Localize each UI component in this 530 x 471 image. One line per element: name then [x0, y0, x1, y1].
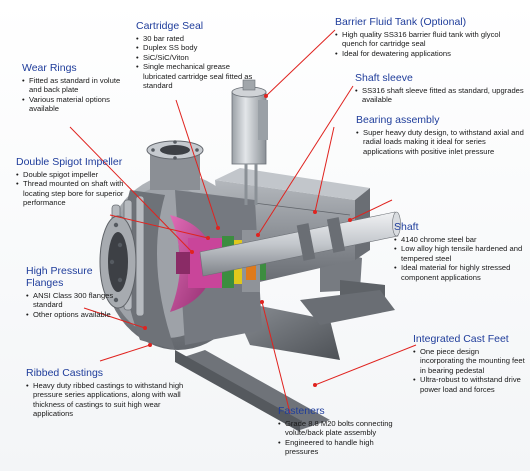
- cartridge-seal-bullet: 30 bar rated: [136, 34, 254, 44]
- double-spigot-impeller-title: Double Spigot Impeller: [16, 156, 123, 168]
- shaft-sleeve-title: Shaft sleeve: [355, 72, 413, 84]
- cartridge-seal-bullet: Duplex SS body: [136, 43, 254, 53]
- callout-cartridge-seal: Cartridge Seal 30 bar rated Duplex SS bo…: [136, 20, 254, 90]
- wear-rings-title: Wear Rings: [22, 62, 77, 74]
- barrier-fluid-tank-title: Barrier Fluid Tank (Optional): [335, 16, 467, 28]
- callout-barrier-fluid-tank: Barrier Fluid Tank (Optional) High quali…: [335, 16, 523, 59]
- leader-dots: [143, 94, 352, 387]
- shaft: [199, 211, 401, 277]
- shaft-title: Shaft: [394, 221, 419, 233]
- double-spigot-impeller-bullet: Thread mounted on shaft with locating st…: [16, 179, 148, 207]
- high-pressure-flanges-title: High Pressure Flanges: [26, 265, 93, 289]
- fasteners-bullet: Engineered to handle high pressures: [278, 438, 408, 457]
- wear-rings-bullet: Various material options available: [22, 95, 122, 114]
- wear-rings-bullet: Fitted as standard in volute and back pl…: [22, 76, 122, 95]
- bearing-assembly-title: Bearing assembly: [356, 114, 440, 126]
- shaft-sleeve-bullet: SS316 shaft sleeve fitted as standard, u…: [355, 86, 525, 105]
- bearing-assembly-bullet: Super heavy duty design, to withstand ax…: [356, 128, 526, 156]
- shaft-bullet: Ideal material for highly stressed compo…: [394, 263, 524, 282]
- fasteners-bullet: Grade 8.8 M20 bolts connecting volute/ba…: [278, 419, 408, 438]
- cartridge-seal-title: Cartridge Seal: [136, 20, 204, 32]
- ribbed-castings-bullet: Heavy duty ribbed castings to withstand …: [26, 381, 202, 419]
- shaft-bullet: 4140 chrome steel bar: [394, 235, 524, 245]
- cartridge-seal-bullet: SiC/SiC/Viton: [136, 53, 254, 63]
- barrier-fluid-tank-bullet: Ideal for dewatering applications: [335, 49, 523, 59]
- double-spigot-impeller-bullet: Double spigot impeller: [16, 170, 148, 180]
- callout-shaft-sleeve: Shaft sleeve SS316 shaft sleeve fitted a…: [355, 72, 525, 105]
- callout-wear-rings: Wear Rings Fitted as standard in volute …: [22, 62, 122, 114]
- integrated-cast-feet-bullet: Ultra-robust to withstand drive power lo…: [413, 375, 525, 394]
- fasteners-title: Fasteners: [278, 405, 325, 417]
- callout-fasteners: Fasteners Grade 8.8 M20 bolts connecting…: [278, 405, 408, 457]
- ribbed-castings-title: Ribbed Castings: [26, 367, 104, 379]
- high-pressure-flanges-bullet: ANSI Class 300 flanges standard: [26, 291, 122, 310]
- callout-ribbed-castings: Ribbed Castings Heavy duty ribbed castin…: [26, 367, 202, 419]
- callout-double-spigot-impeller: Double Spigot Impeller Double spigot imp…: [16, 156, 148, 208]
- callout-high-pressure-flanges: High Pressure Flanges ANSI Class 300 fla…: [26, 265, 122, 320]
- callout-integrated-cast-feet: Integrated Cast Feet One piece design in…: [413, 333, 525, 394]
- barrier-fluid-tank-bullet: High quality SS316 barrier fluid tank wi…: [335, 30, 523, 49]
- callout-bearing-assembly: Bearing assembly Super heavy duty design…: [356, 114, 526, 156]
- cartridge-seal-bullet: Single mechanical grease lubricated cart…: [136, 62, 254, 90]
- integrated-cast-feet-title: Integrated Cast Feet: [413, 333, 509, 345]
- callout-shaft: Shaft 4140 chrome steel bar Low alloy hi…: [394, 221, 524, 282]
- shaft-bullet: Low alloy high tensile hardened and temp…: [394, 244, 524, 263]
- high-pressure-flanges-bullet: Other options available: [26, 310, 122, 320]
- integrated-cast-feet-bullet: One piece design incorporating the mount…: [413, 347, 525, 375]
